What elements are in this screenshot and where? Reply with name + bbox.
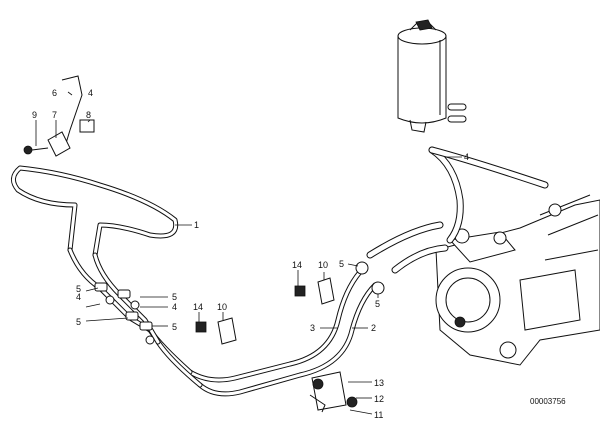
label-12: 12 — [374, 394, 384, 404]
bracket-lower — [309, 371, 358, 413]
clamps-middle — [195, 261, 385, 345]
label-14: 14 — [193, 302, 203, 312]
reservoir — [397, 19, 467, 133]
reference-number: 00003756 — [530, 397, 566, 406]
label-4: 4 — [76, 292, 81, 302]
label-5: 5 — [172, 322, 177, 332]
label-8: 8 — [86, 110, 91, 120]
label-4: 4 — [88, 88, 93, 98]
label-4: 4 — [172, 302, 177, 312]
label-14: 14 — [292, 260, 302, 270]
label-5: 5 — [76, 317, 81, 327]
bracket-top-left — [23, 75, 95, 157]
label-7: 7 — [52, 110, 57, 120]
label-10: 10 — [318, 260, 328, 270]
label-5: 5 — [172, 292, 177, 302]
label-4: 4 — [464, 152, 469, 162]
label-2: 2 — [371, 323, 376, 333]
label-1: 1 — [194, 220, 199, 230]
line-3 — [187, 269, 363, 383]
label-3: 3 — [310, 323, 315, 333]
label-5: 5 — [76, 284, 81, 294]
label-10: 10 — [217, 302, 227, 312]
label-5: 5 — [339, 259, 344, 269]
label-5: 5 — [375, 299, 380, 309]
fittings-left — [94, 282, 155, 345]
callout-labels: 1 2 3 4 4 4 4 5 5 5 5 5 5 6 7 8 9 10 10 … — [32, 88, 469, 420]
cooler-loop — [11, 165, 179, 258]
label-9: 9 — [32, 110, 37, 120]
label-11: 11 — [374, 410, 383, 420]
leader-lines — [35, 91, 462, 415]
label-13: 13 — [374, 378, 384, 388]
label-6: 6 — [52, 88, 57, 98]
steering-gear — [435, 194, 600, 366]
